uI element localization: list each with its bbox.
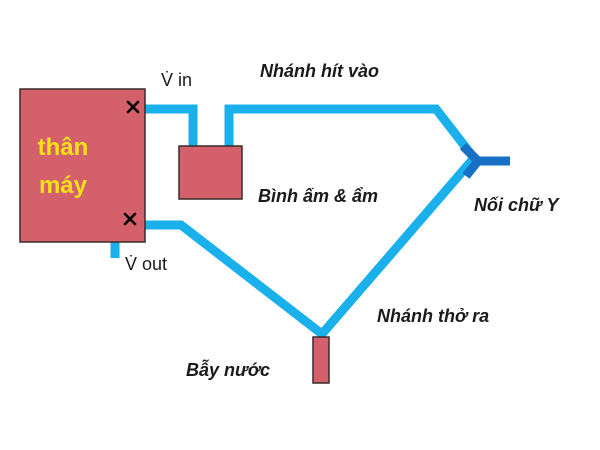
y-piece-label: Nối chữ Y (474, 195, 561, 215)
machine-body-box (19, 88, 146, 243)
machine-body-label-line2: máy (39, 172, 88, 199)
v-out-label: V̇ out (125, 254, 167, 274)
x-mark-icon (123, 212, 137, 226)
humidifier-label: Bình ấm & ẩm (258, 186, 378, 206)
machine-body-label-line1: thân (38, 134, 89, 161)
y-piece-arm-top (459, 142, 482, 165)
inspiratory-limb-label: Nhánh hít vào (260, 61, 379, 81)
inspiratory-limb-tube (224, 104, 478, 161)
y-piece-arm-bottom (462, 158, 482, 179)
water-trap-label: Bẫy nước (186, 359, 270, 380)
x-mark-icon (126, 100, 140, 114)
y-piece-connector (459, 142, 510, 179)
v-in-label: V̇ in (161, 70, 192, 90)
tubing (110, 104, 478, 341)
expiratory-limb-label: Nhánh thở ra (377, 306, 489, 326)
water-trap-box (312, 336, 330, 384)
humidifier-box (178, 145, 243, 200)
